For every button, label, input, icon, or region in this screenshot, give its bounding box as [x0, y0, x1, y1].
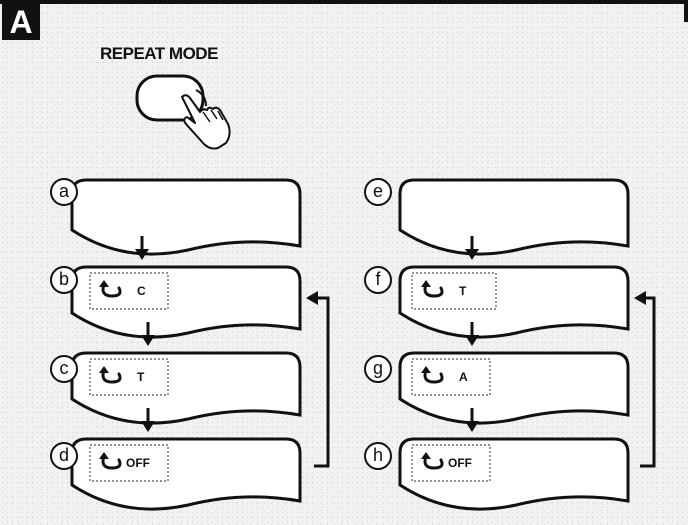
loop-back-arrow-right: [634, 291, 654, 466]
step-label-f: f: [364, 266, 392, 294]
display-panel-f: [400, 267, 628, 337]
mode-indicator-g: A: [459, 370, 468, 384]
mode-indicator-h: OFF: [448, 456, 472, 470]
step-label-d: d: [50, 442, 78, 470]
step-label-g: g: [364, 355, 392, 383]
mode-indicator-b: C: [137, 284, 146, 298]
step-label-b: b: [50, 266, 78, 294]
display-panel-c: [72, 353, 300, 423]
display-panel-b: [72, 267, 300, 337]
mode-indicator-f: T: [459, 284, 466, 298]
step-label-c: c: [50, 355, 78, 383]
display-panel-h: [400, 439, 628, 509]
step-label-h: h: [364, 442, 392, 470]
display-panel-e: [400, 180, 628, 254]
mode-indicator-d: OFF: [126, 456, 150, 470]
step-label-e: e: [364, 178, 392, 206]
display-panel-a: [72, 180, 300, 254]
loop-back-arrow-left: [306, 291, 328, 466]
display-panel-d: [72, 439, 300, 509]
display-panel-g: [400, 353, 628, 423]
mode-indicator-c: T: [137, 370, 144, 384]
step-label-a: a: [50, 178, 78, 206]
